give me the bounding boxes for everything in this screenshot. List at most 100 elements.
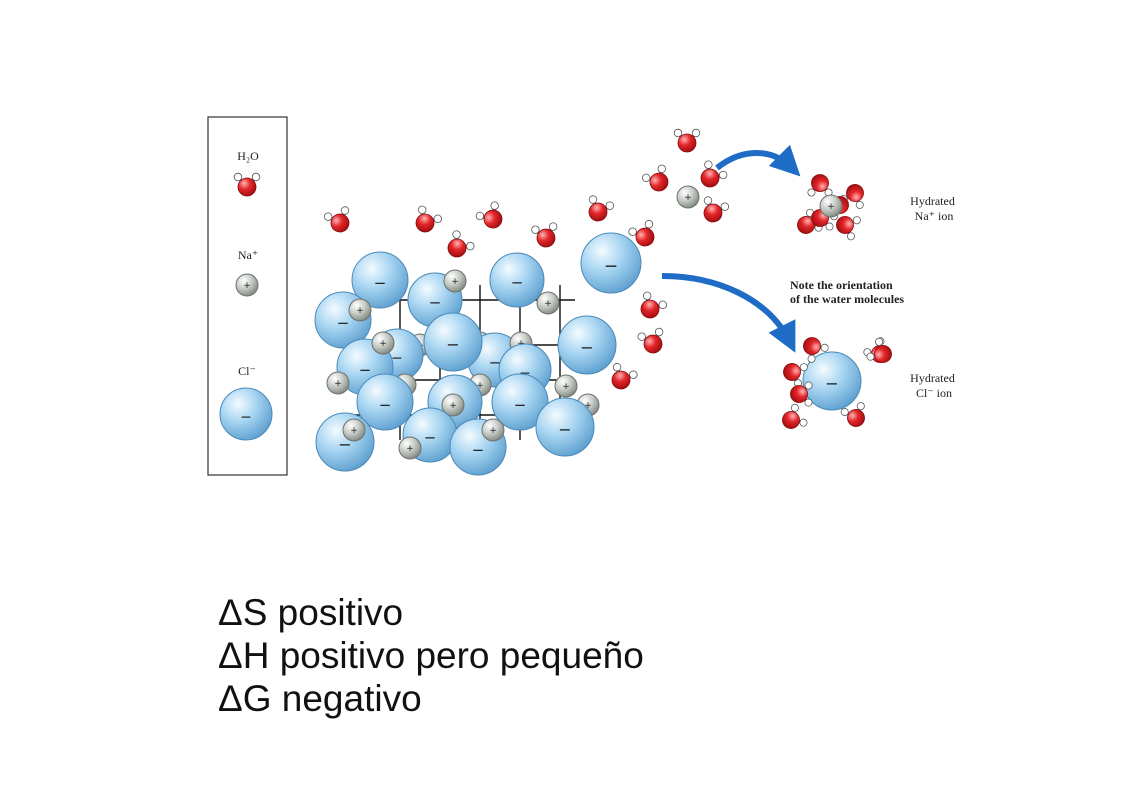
positive-charge-sign: + bbox=[684, 193, 692, 203]
negative-charge-sign: − bbox=[374, 274, 387, 292]
negative-charge-sign: − bbox=[424, 429, 437, 447]
negative-charge-sign: − bbox=[511, 274, 524, 292]
water-molecule bbox=[531, 222, 558, 248]
water-molecule bbox=[637, 327, 664, 354]
positive-charge-sign: + bbox=[350, 426, 358, 436]
water-molecule-icon bbox=[233, 172, 261, 197]
chloride-ion: − bbox=[802, 351, 862, 411]
water-molecule bbox=[703, 196, 730, 223]
sodium-ion: + bbox=[348, 298, 372, 322]
positive-charge-sign: + bbox=[243, 281, 251, 291]
water-molecule bbox=[323, 206, 350, 233]
negative-charge-sign: − bbox=[391, 350, 403, 366]
water-molecule bbox=[866, 337, 892, 363]
positive-charge-sign: + bbox=[334, 379, 342, 389]
positive-charge-sign: + bbox=[449, 401, 457, 411]
positive-charge-sign: + bbox=[827, 202, 835, 212]
sodium-ion: + bbox=[371, 331, 395, 355]
chloride-ion: − bbox=[351, 251, 409, 309]
chloride-ion: − bbox=[489, 252, 545, 308]
negative-charge-sign: − bbox=[359, 361, 372, 379]
enthalpy-change-line: ΔH positivo pero pequeño bbox=[218, 635, 644, 676]
sodium-ion: + bbox=[342, 418, 366, 442]
positive-charge-sign: + bbox=[451, 277, 459, 287]
chloride-ion: − bbox=[423, 312, 483, 372]
gibbs-change-line: ΔG negativo bbox=[218, 678, 422, 719]
positive-charge-sign: + bbox=[406, 444, 414, 454]
negative-charge-sign: − bbox=[337, 314, 350, 332]
negative-charge-sign: − bbox=[240, 409, 252, 425]
negative-charge-sign: − bbox=[580, 338, 593, 357]
water-molecule bbox=[475, 201, 503, 229]
sodium-ion: + bbox=[554, 374, 578, 398]
legend-box bbox=[207, 116, 288, 476]
negative-charge-sign: − bbox=[429, 294, 442, 312]
negative-charge-sign: − bbox=[379, 396, 392, 414]
negative-charge-sign: − bbox=[514, 396, 527, 414]
negative-charge-sign: − bbox=[825, 374, 838, 393]
water-molecule bbox=[836, 216, 861, 241]
positive-charge-sign: + bbox=[356, 306, 364, 316]
water-molecule bbox=[782, 403, 808, 429]
sodium-ion: + bbox=[819, 194, 843, 218]
chloride-ion-icon: − bbox=[219, 387, 273, 441]
sodium-ion: + bbox=[481, 418, 505, 442]
sodium-ion: + bbox=[536, 291, 560, 315]
water-molecule bbox=[628, 219, 655, 247]
water-molecule bbox=[611, 362, 638, 390]
water-molecule bbox=[790, 381, 813, 407]
sodium-ion: + bbox=[398, 436, 422, 460]
legend-chloride-label: Cl⁻ bbox=[238, 364, 256, 378]
water-molecule bbox=[803, 337, 829, 363]
positive-charge-sign: + bbox=[379, 339, 387, 349]
sodium-ion: + bbox=[443, 269, 467, 293]
water-molecule bbox=[807, 174, 833, 197]
water-molecule bbox=[783, 363, 808, 388]
positive-charge-sign: + bbox=[489, 426, 497, 436]
legend-water-label: H₂O bbox=[237, 149, 259, 163]
chloride-ion: − bbox=[491, 373, 549, 431]
chloride-ion: − bbox=[356, 373, 414, 431]
hydrated-chloride-cluster: − bbox=[782, 337, 892, 429]
chloride-ion: − bbox=[557, 315, 617, 375]
negative-charge-sign: − bbox=[519, 365, 531, 381]
positive-charge-sign: + bbox=[476, 381, 484, 391]
sodium-ion: + bbox=[676, 185, 700, 209]
sodium-ion: + bbox=[326, 371, 350, 395]
water-molecule bbox=[415, 205, 442, 233]
negative-charge-sign: − bbox=[472, 441, 485, 459]
arrow-to-hydrated-sodium bbox=[715, 144, 801, 177]
hydrated-sodium-cluster: + bbox=[797, 174, 864, 241]
sodium-ion-hydrating: + bbox=[676, 185, 700, 209]
negative-charge-sign: − bbox=[489, 354, 502, 372]
sodium-ion: + bbox=[441, 393, 465, 417]
positive-charge-sign: + bbox=[544, 299, 552, 309]
negative-charge-sign: − bbox=[446, 335, 459, 354]
negative-charge-sign: − bbox=[558, 420, 571, 439]
negative-charge-sign: − bbox=[604, 256, 618, 276]
water-molecule bbox=[447, 230, 475, 258]
water-molecule bbox=[233, 172, 261, 197]
orientation-note: Note the orientation of the water molecu… bbox=[790, 278, 904, 306]
nacl-crystal-lattice: −−−++−+++−−−+−+−++++−−−−++−−−−+++ bbox=[314, 251, 617, 476]
positive-charge-sign: + bbox=[584, 401, 592, 411]
detaching-chloride-ion: − bbox=[580, 232, 642, 294]
hydrated-chloride-label: Hydrated Cl⁻ ion bbox=[910, 371, 958, 400]
sodium-ion: + bbox=[235, 273, 259, 297]
positive-charge-sign: + bbox=[562, 382, 570, 392]
water-molecule bbox=[640, 291, 667, 319]
chloride-ion: − bbox=[315, 412, 375, 472]
chloride-ion: − bbox=[535, 397, 595, 457]
entropy-change-line: ΔS positivo bbox=[218, 592, 404, 633]
water-molecule bbox=[588, 195, 615, 222]
free-water-molecules bbox=[323, 128, 730, 390]
hydrated-sodium-label: Hydrated Na⁺ ion bbox=[910, 194, 958, 223]
legend-sodium-label: Na⁺ bbox=[238, 248, 258, 262]
chloride-ion: − bbox=[580, 232, 642, 294]
water-molecule bbox=[673, 128, 701, 153]
water-molecule bbox=[840, 402, 865, 427]
water-molecule bbox=[700, 160, 728, 188]
arrow-to-hydrated-chloride bbox=[661, 273, 796, 353]
water-molecule bbox=[642, 164, 669, 192]
